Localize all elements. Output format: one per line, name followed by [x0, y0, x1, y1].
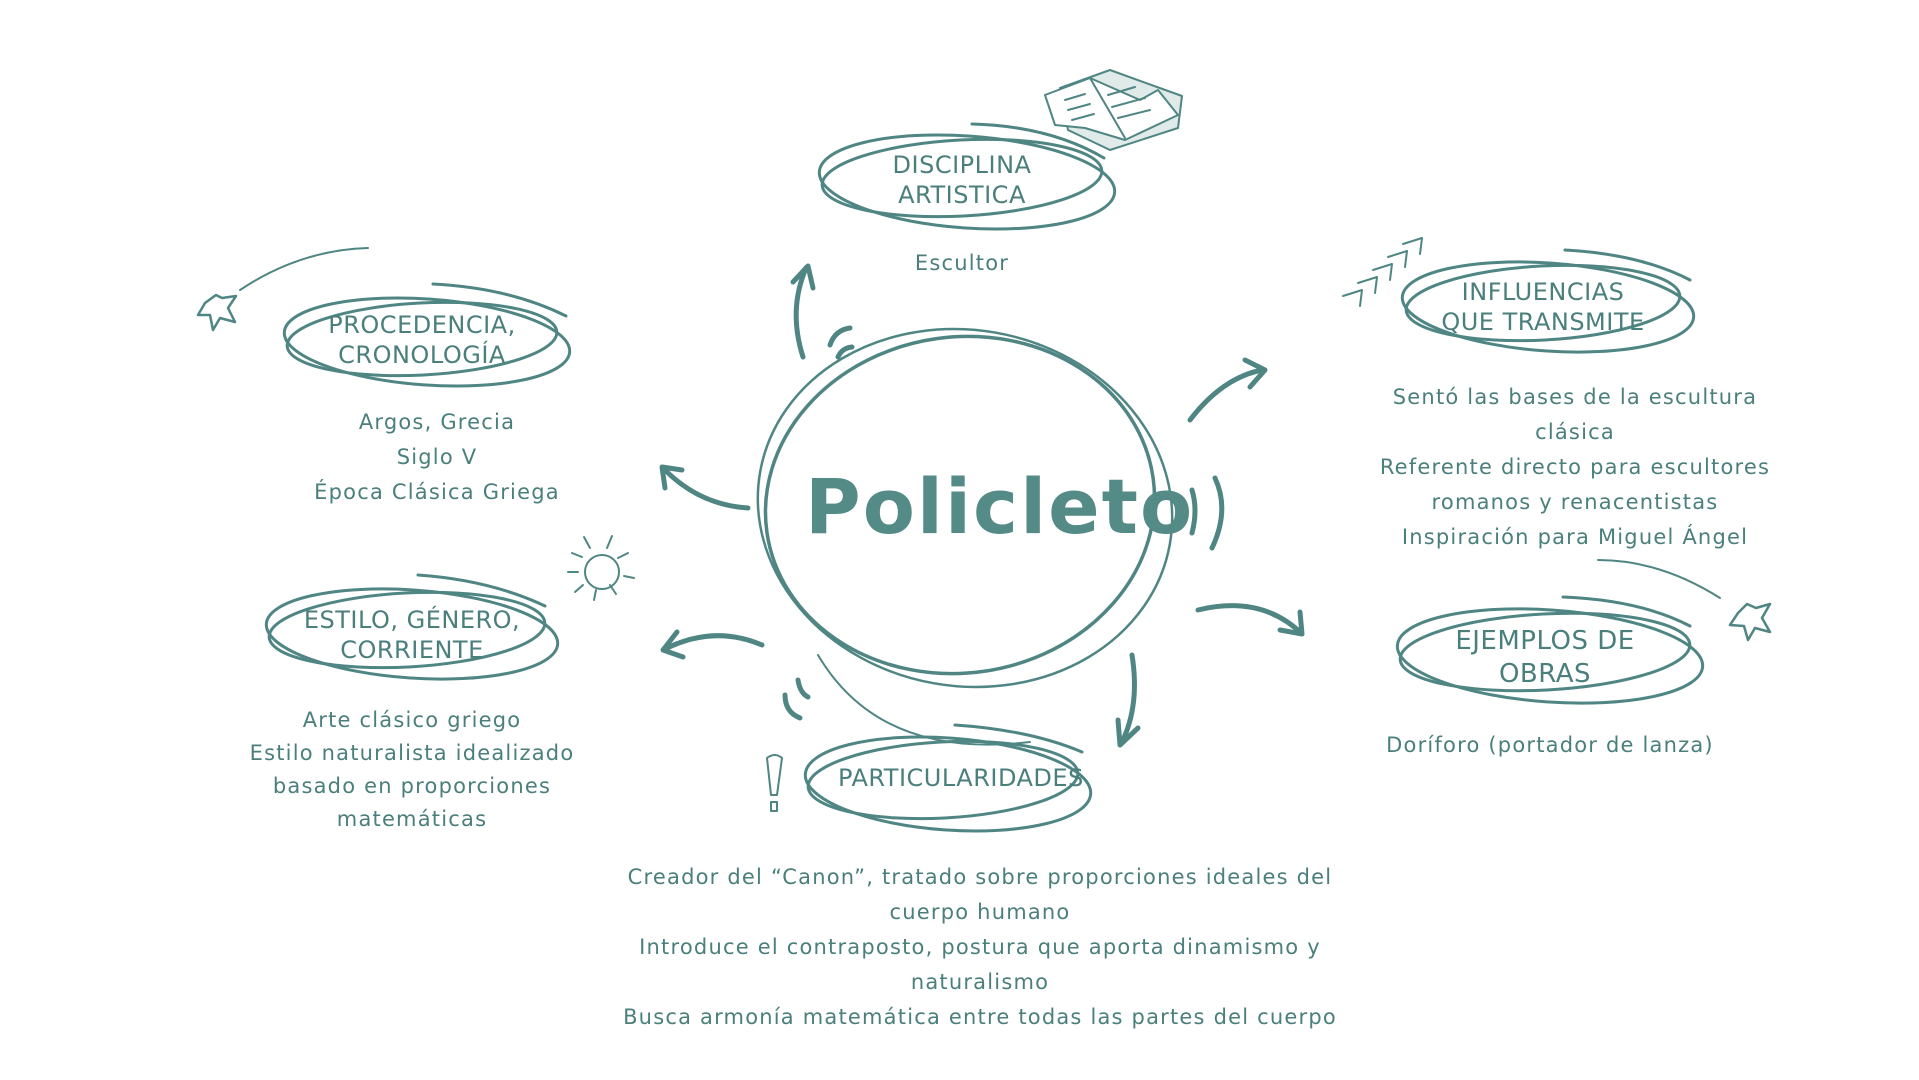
node-heading-influencias: INFLUENCIAS QUE TRANSMITE	[1441, 278, 1645, 336]
book-icon	[1044, 69, 1183, 151]
node-body-procedencia: Argos, Grecia Siglo V Época Clásica Grie…	[314, 410, 560, 504]
chevrons-icon	[1342, 237, 1423, 307]
node-heading-particularidades: PARTICULARIDADES	[838, 764, 1084, 792]
node-heading-estilo: ESTILO, GÉNERO, CORRIENTE	[303, 606, 521, 664]
node-heading-ejemplos: EJEMPLOS DE OBRAS	[1455, 626, 1635, 689]
sun-icon	[567, 535, 635, 601]
node-heading-procedencia: PROCEDENCIA, CRONOLOGÍA	[328, 311, 516, 369]
center-title: Policleto	[805, 462, 1195, 551]
exclamation-icon	[766, 754, 783, 812]
node-body-ejemplos: Doríforo (portador de lanza)	[1386, 733, 1714, 757]
node-body-estilo: Arte clásico griego Estilo naturalista i…	[249, 708, 575, 831]
node-heading-disciplina: DISCIPLINA ARTISTICA	[892, 151, 1032, 209]
node-body-influencias: Sentó las bases de la escultura clásica …	[1379, 385, 1771, 549]
node-body-disciplina: Escultor	[914, 251, 1010, 275]
node-body-particularidades: Creador del “Canon”, tratado sobre propo…	[623, 865, 1337, 1029]
